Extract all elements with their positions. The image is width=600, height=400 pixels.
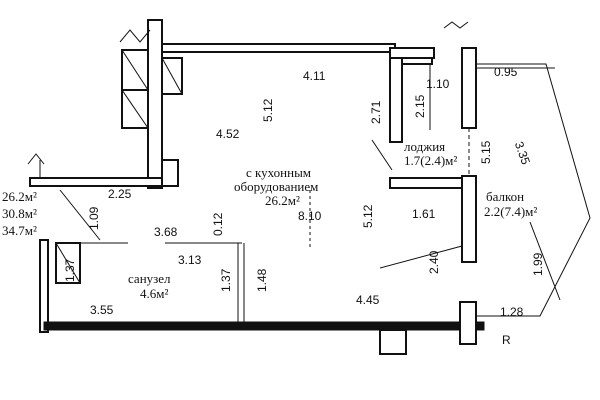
dim-1-10: 1.10 bbox=[426, 77, 450, 91]
dim-5-12-b: 5.12 bbox=[361, 204, 375, 228]
loggia-top-wall bbox=[389, 47, 435, 59]
dim-3-68: 3.68 bbox=[154, 225, 178, 239]
right-window-column-bottom bbox=[459, 301, 477, 345]
dim-1-28: 1.28 bbox=[500, 305, 524, 319]
right-window-column-lower bbox=[461, 175, 477, 263]
balcony-divider-wall bbox=[389, 177, 465, 189]
dim-0-95: 0.95 bbox=[494, 65, 518, 79]
dim-4-11: 4.11 bbox=[303, 69, 326, 83]
top-wall bbox=[154, 43, 396, 53]
dim-4-45: 4.45 bbox=[356, 293, 380, 307]
bottom-wall bbox=[43, 321, 485, 331]
balcony-outline bbox=[476, 63, 591, 317]
main-room-area: 26.2м² bbox=[265, 193, 300, 208]
dim-5-15: 5.15 bbox=[479, 140, 493, 164]
dim-4-52: 4.52 bbox=[216, 127, 240, 141]
dim-2-40: 2.40 bbox=[427, 250, 441, 274]
dim-3-55: 3.55 bbox=[90, 303, 114, 317]
loggia-name: лоджия bbox=[404, 139, 446, 154]
loggia-area: 1.7(2.4)м² bbox=[404, 153, 458, 168]
total-area-2: 30.8м² bbox=[2, 206, 37, 221]
dim-1-37-a: 1.37 bbox=[63, 258, 77, 282]
dim-1-48: 1.48 bbox=[255, 268, 269, 292]
dim-0-12: 0.12 bbox=[211, 212, 225, 236]
loggia-inner-wall bbox=[401, 57, 433, 65]
dim-2-25: 2.25 bbox=[108, 187, 132, 201]
balcony-name: балкон bbox=[486, 189, 525, 204]
left-step-riser bbox=[161, 159, 179, 187]
dim-1-99: 1.99 bbox=[531, 252, 545, 276]
total-area-3: 34.7м² bbox=[2, 223, 37, 238]
main-room-line2: оборудованием bbox=[234, 179, 319, 194]
right-window-column bbox=[461, 47, 477, 129]
north-mark: R bbox=[502, 333, 511, 347]
left-step-wall bbox=[29, 177, 179, 187]
left-upper-wall bbox=[147, 19, 163, 189]
dim-5-12-a: 5.12 bbox=[261, 98, 275, 122]
bathroom-name: санузел bbox=[128, 271, 171, 286]
dim-3-13: 3.13 bbox=[178, 253, 202, 267]
bottom-notch bbox=[379, 329, 407, 355]
main-room-line1: с кухонным bbox=[246, 165, 312, 180]
total-area-1: 26.2м² bbox=[2, 189, 37, 204]
dim-1-09: 1.09 bbox=[87, 206, 101, 230]
bathroom-area: 4.6м² bbox=[140, 286, 169, 301]
dim-8-10: 8.10 bbox=[298, 209, 322, 223]
balcony-area: 2.2(7.4)м² bbox=[484, 204, 538, 219]
dim-2-71: 2.71 bbox=[369, 100, 383, 124]
loggia-left-wall bbox=[389, 57, 403, 143]
dim-2-15: 2.15 bbox=[413, 94, 427, 118]
left-lower-wall bbox=[39, 239, 49, 333]
dim-1-37-b: 1.37 bbox=[219, 268, 233, 292]
dim-1-61: 1.61 bbox=[412, 207, 436, 221]
